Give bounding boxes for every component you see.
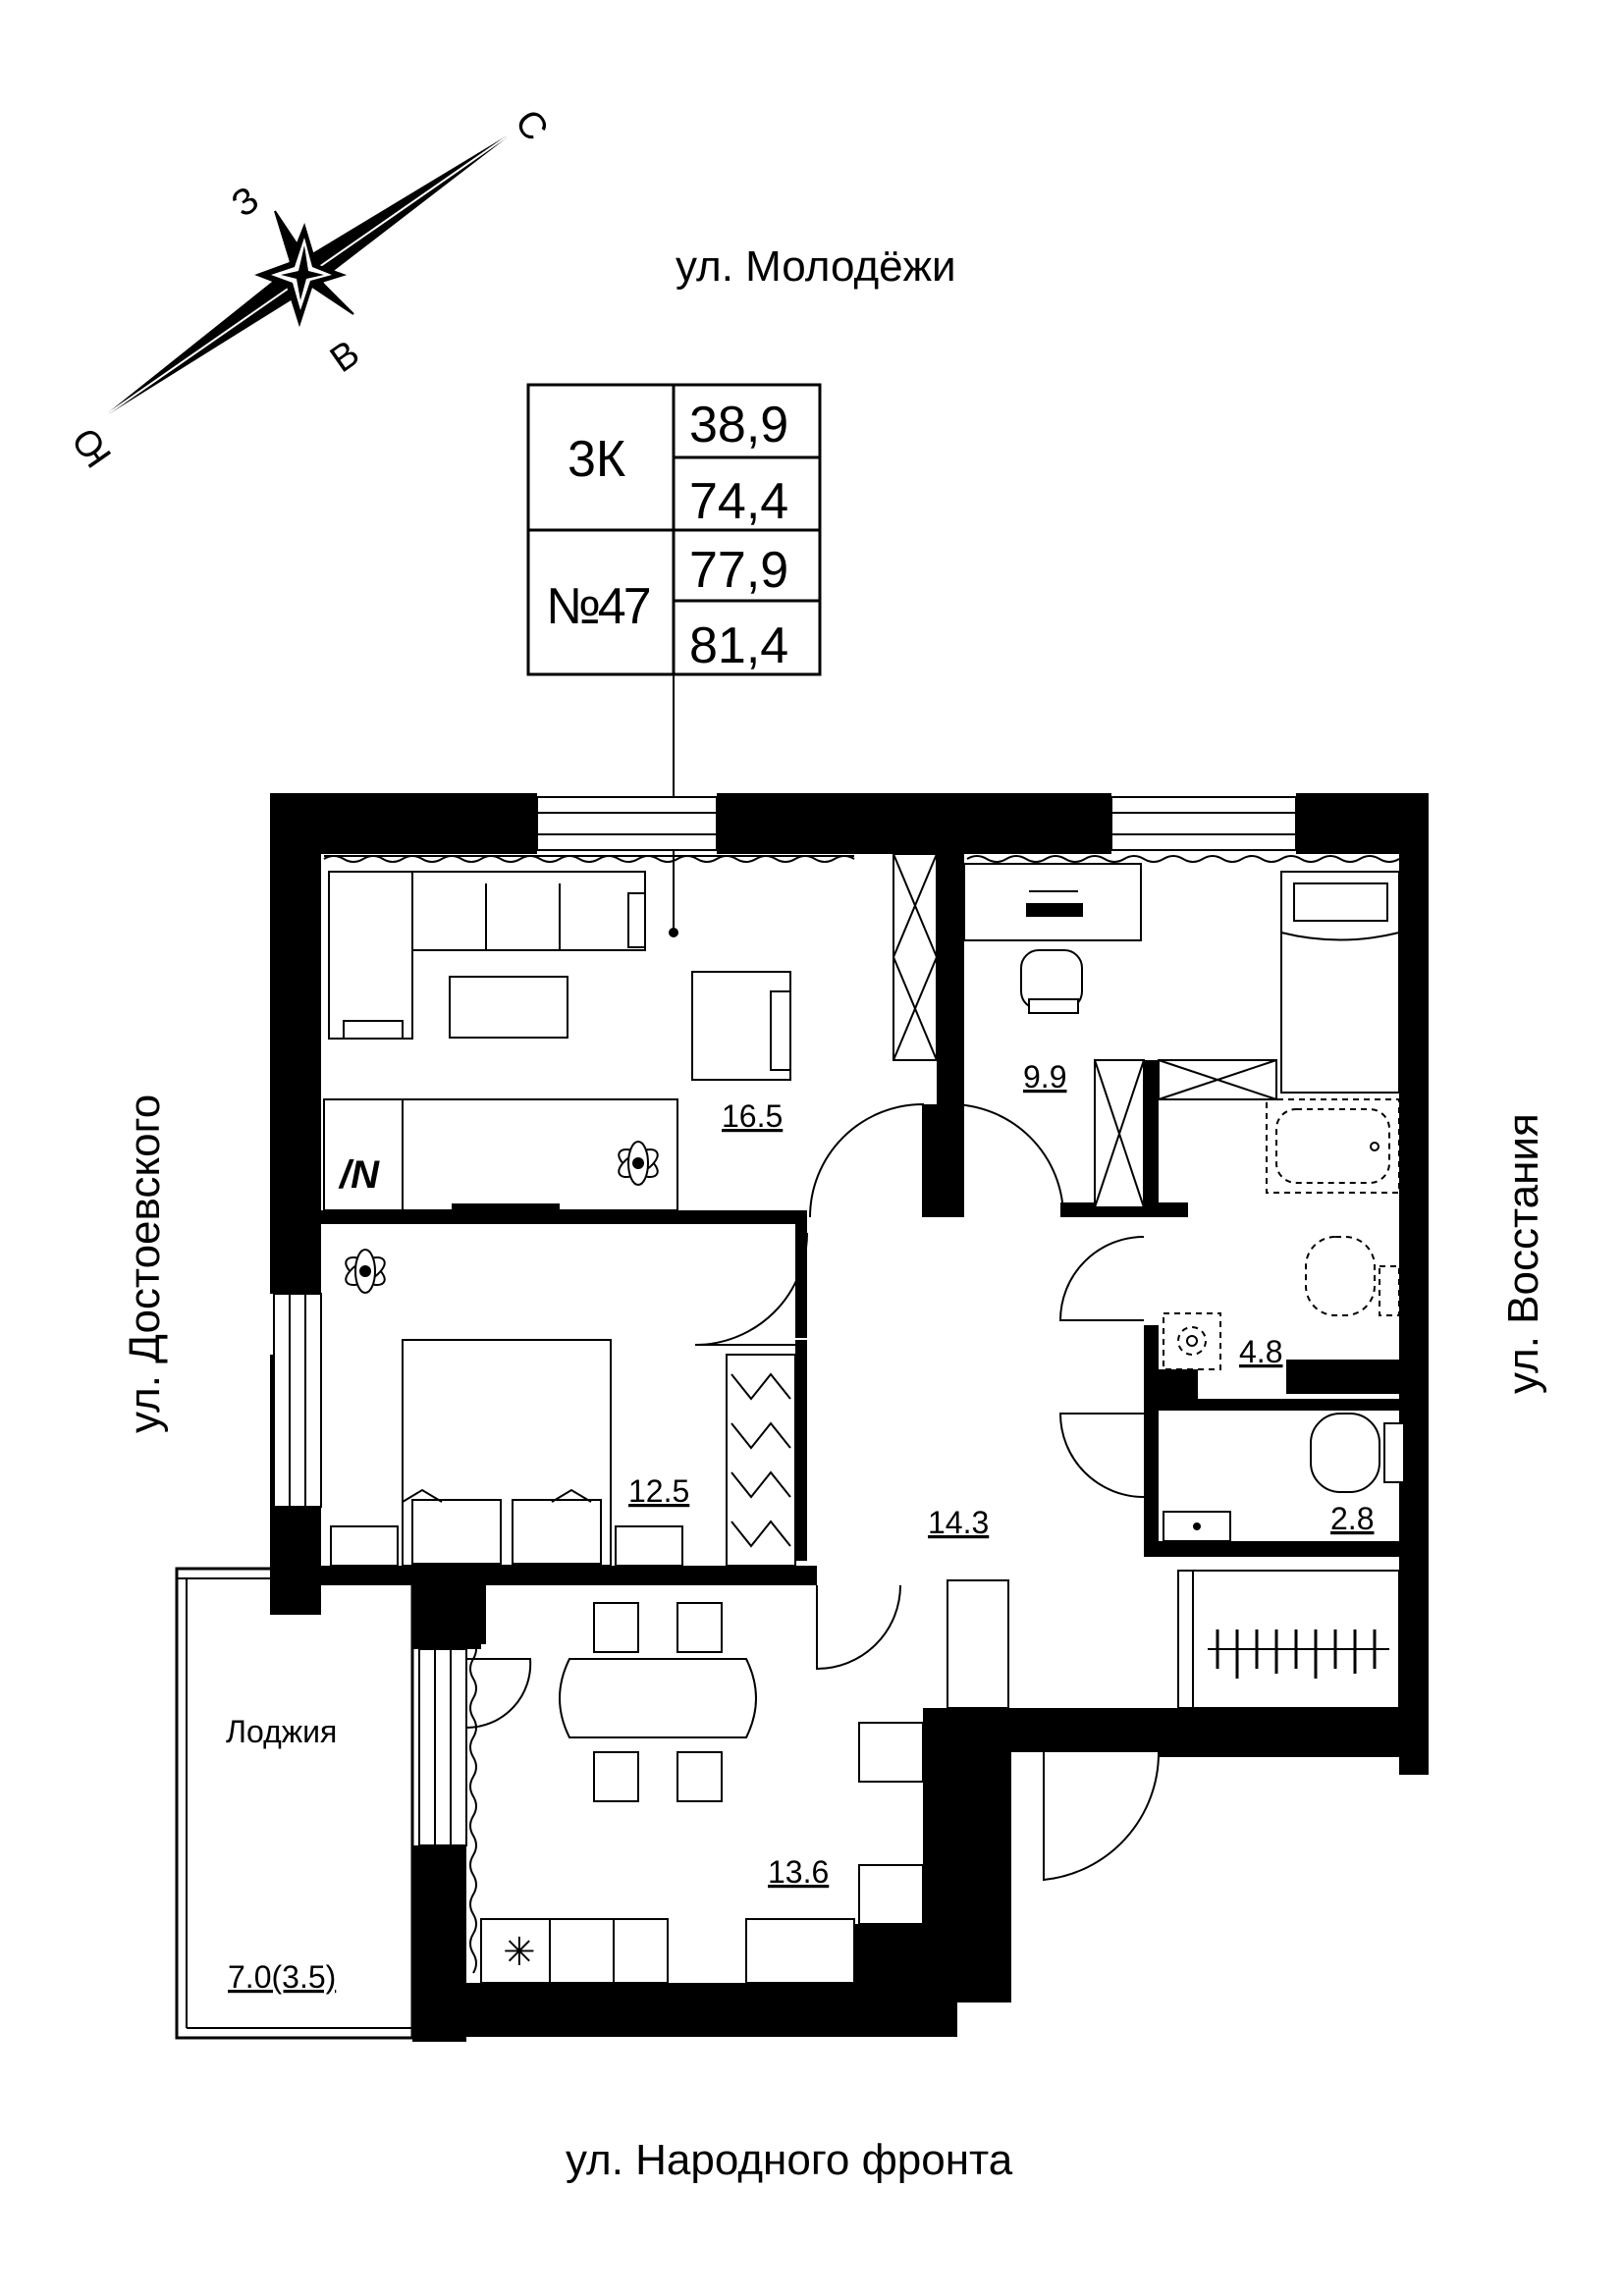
- bedroom-small-furniture: [963, 855, 1400, 1208]
- room-area-loggia: 7.0(3.5): [228, 1959, 336, 1995]
- street-left: ул. Достоевского: [121, 1095, 169, 1433]
- loggia: [175, 1567, 414, 2040]
- windows: [273, 796, 1297, 1846]
- area-total-no-loggia: 74,4: [689, 473, 788, 530]
- doors: [465, 1102, 1161, 1882]
- room-area-toilet: 2.8: [1330, 1501, 1374, 1536]
- info-box: [526, 383, 822, 937]
- room-area-bedroom-main: 12.5: [628, 1473, 689, 1509]
- street-top: ул. Молодёжи: [676, 242, 956, 291]
- walls: [270, 793, 1429, 2042]
- compass-east-label: В: [323, 333, 367, 381]
- street-bottom: ул. Народного фронта: [566, 2136, 1013, 2184]
- bathroom-fixtures: [1163, 1098, 1405, 1542]
- room-area-bedroom-small: 9.9: [1023, 1059, 1066, 1095]
- room-area-hall: 14.3: [928, 1505, 989, 1540]
- loggia-name: Лоджия: [226, 1714, 337, 1749]
- rooms-count: 3К: [568, 431, 625, 488]
- room-area-bathroom: 4.8: [1239, 1334, 1282, 1369]
- apartment-number: №47: [546, 578, 650, 635]
- kitchen-furniture: ✳: [469, 1579, 1009, 1984]
- bedroom-main-furniture: [330, 1249, 796, 1567]
- room-area-living: 16.5: [722, 1098, 783, 1134]
- compass-rose: [109, 136, 507, 413]
- street-right: ул. Восстания: [1499, 1113, 1547, 1394]
- storage-furniture: [1177, 1570, 1400, 1709]
- room-area-kitchen: 13.6: [768, 1854, 829, 1890]
- svg-text:/N: /N: [338, 1153, 380, 1197]
- compass-west-label: З: [225, 179, 267, 226]
- area-living: 38,9: [689, 397, 788, 454]
- svg-text:✳: ✳: [503, 1931, 536, 1974]
- area-total: 77,9: [689, 542, 788, 599]
- area-total-with-loggia: 81,4: [689, 617, 788, 674]
- compass-north-label: С: [507, 103, 556, 149]
- compass-south-label: Ю: [65, 420, 120, 475]
- living-room-furniture: /N: [323, 853, 938, 1217]
